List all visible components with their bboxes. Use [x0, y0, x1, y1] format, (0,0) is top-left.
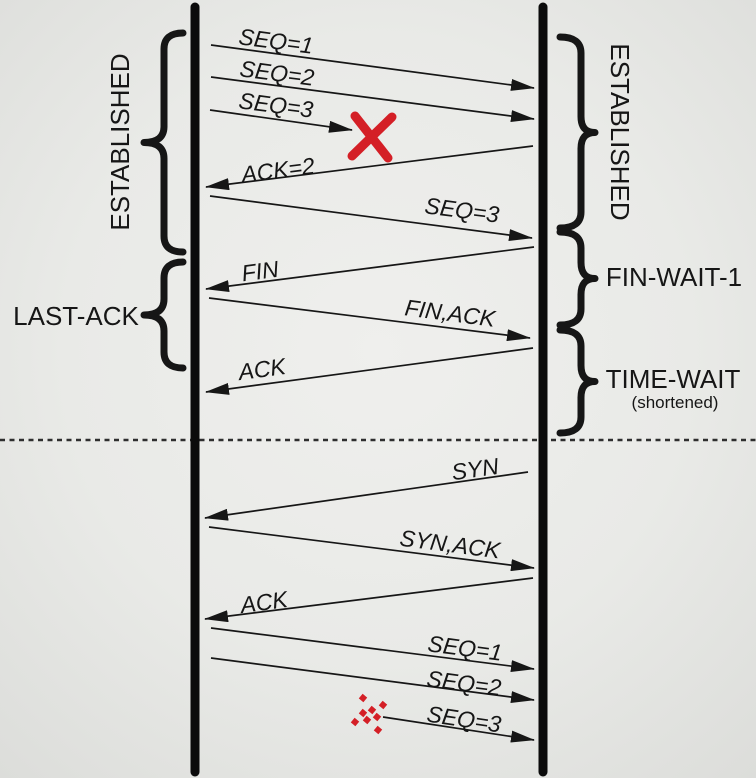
message-arrow-syn-ack [208, 526, 535, 572]
message-label-ack-teardown: ACK [235, 353, 289, 386]
duplicate-packet-dot-icon [378, 700, 388, 710]
duplicate-packet-dot-icon [373, 725, 383, 735]
message-label-seq3-lost: SEQ=3 [237, 87, 315, 122]
message-arrow-seq1-new [210, 627, 535, 673]
brace-time-wait [556, 326, 599, 437]
message-arrow-ack-teardown [205, 347, 534, 395]
state-label-time-wait-note: (shortened) [632, 393, 719, 412]
message-arrow-seq2-old [210, 76, 535, 122]
message-arrow-ack2 [205, 145, 534, 191]
message-label-seq2-old: SEQ=2 [238, 55, 316, 90]
message-label-seq1-new: SEQ=1 [426, 630, 504, 665]
brace-established-left [140, 29, 187, 256]
brace-fin-wait-1 [556, 228, 599, 329]
duplicate-packet-dot-icon [367, 705, 377, 715]
message-arrow-syn [204, 471, 529, 521]
message-label-syn: SYN [450, 453, 501, 485]
message-label-ack-handshake: ACK [237, 586, 291, 619]
brace-last-ack [140, 258, 187, 372]
message-arrow-fin-ack [208, 297, 531, 342]
duplicate-packet-dot-icon [372, 712, 382, 722]
message-arrow-seq1-old [210, 44, 535, 91]
message-label-fin-ack: FIN,ACK [403, 294, 498, 332]
duplicate-packet-dot-icon [358, 708, 368, 718]
message-arrow-ack-handshake [204, 577, 534, 623]
message-label-seq2-new: SEQ=2 [425, 665, 503, 700]
lost-packet-x-icon [347, 112, 397, 161]
message-arrow-seq3-dup [382, 716, 535, 743]
state-label-established-left: ESTABLISHED [105, 53, 135, 230]
message-label-ack2: ACK=2 [238, 152, 316, 187]
state-label-last-ack: LAST-ACK [13, 301, 139, 331]
duplicate-packet-dot-icon [362, 715, 372, 725]
state-label-fin-wait-1: FIN-WAIT-1 [606, 262, 742, 292]
message-label-fin: FIN [240, 256, 281, 287]
message-arrow-fin [205, 246, 535, 293]
duplicate-packet-dot-icon [358, 693, 368, 703]
message-label-seq3-dup: SEQ=3 [425, 701, 503, 738]
duplicate-packet-dot-icon [350, 717, 360, 727]
message-arrow-seq3-lost [209, 109, 353, 133]
brace-established-right [556, 33, 599, 232]
state-label-established-right: ESTABLISHED [605, 43, 635, 220]
message-label-seq1-old: SEQ=1 [237, 23, 315, 58]
message-arrow-seq2-new [210, 657, 535, 703]
message-arrow-seq3-retx [209, 195, 533, 241]
state-label-time-wait: TIME-WAIT [606, 364, 741, 394]
message-label-seq3-retx: SEQ=3 [423, 192, 501, 227]
